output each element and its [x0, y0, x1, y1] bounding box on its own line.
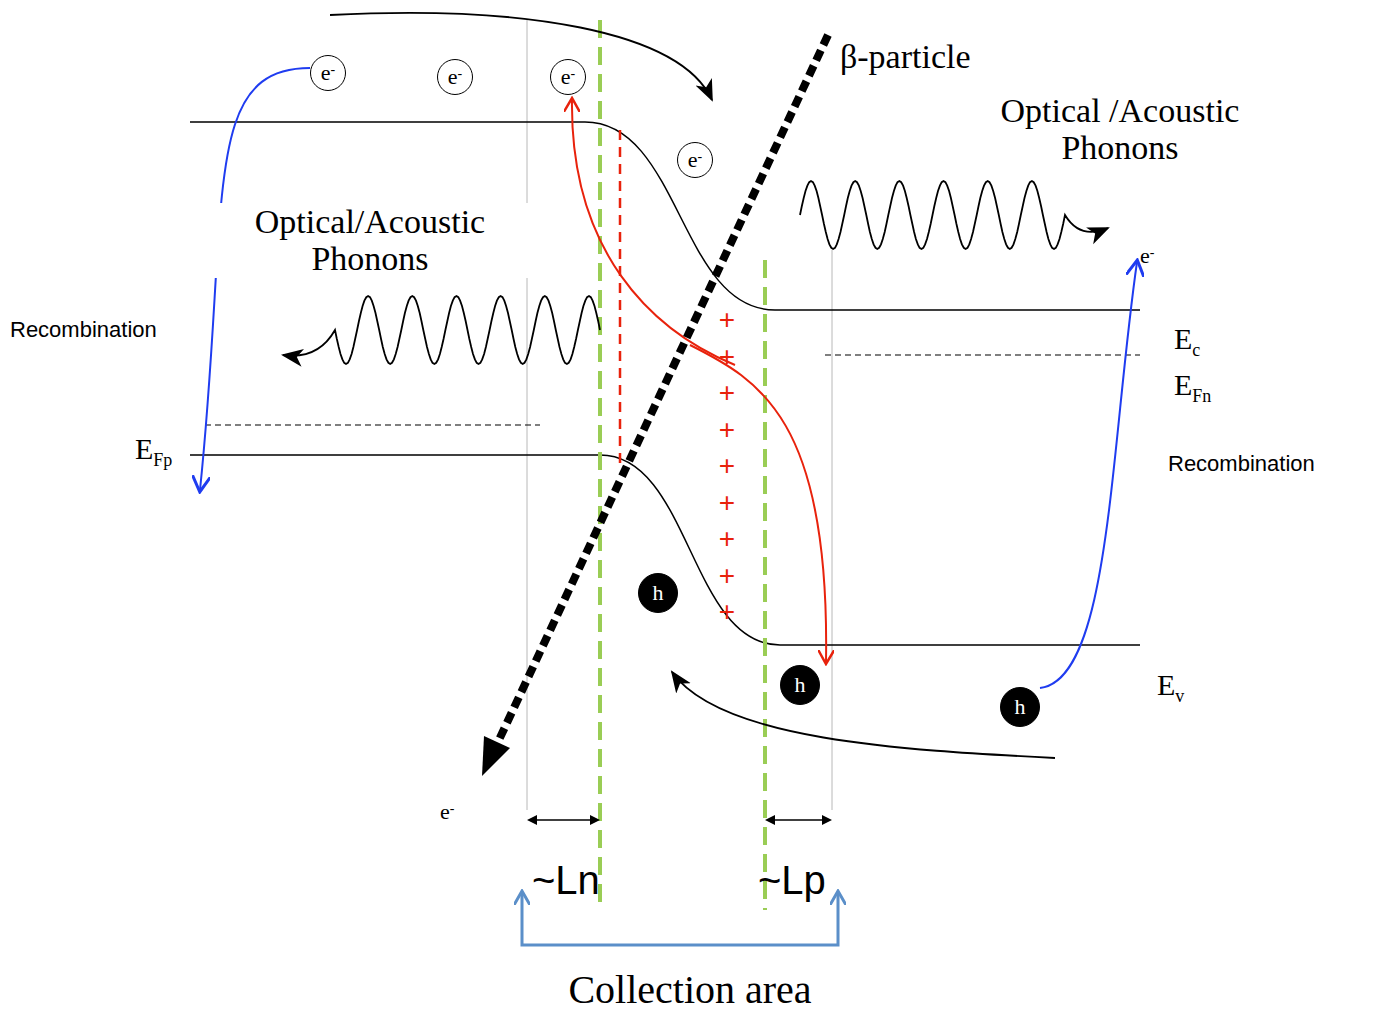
energy-label: EFn [1174, 368, 1211, 407]
electron-circle: e- [677, 142, 713, 178]
process-label: Recombination [10, 318, 157, 342]
recombination-arrow [200, 68, 310, 490]
hole-circle: h [1000, 687, 1040, 727]
hole-circle: h [780, 665, 820, 705]
depletion-edge [763, 260, 767, 910]
energy-label: EFp [135, 432, 172, 471]
carrier-symbol: e- [448, 66, 462, 88]
carrier-symbol: h [1015, 696, 1026, 718]
energy-label: Ec [1174, 322, 1200, 361]
generation-arrow [572, 100, 735, 365]
charge-sign: + [719, 525, 735, 553]
guide-line [527, 20, 528, 810]
hole-flow [672, 672, 1055, 758]
energy-label: Ev [1157, 668, 1184, 707]
phonon-label: Optical/Acoustic Phonons [205, 203, 535, 278]
hole-circle: h [638, 573, 678, 613]
carrier-label: e- [440, 800, 454, 824]
phonon-wave [283, 296, 600, 364]
guide-line [832, 250, 833, 810]
phonon-wave [800, 181, 1108, 249]
particle-label: β-particle [840, 38, 971, 75]
length-label: ~Ln [532, 858, 600, 902]
charge-sign: + [719, 343, 735, 371]
charge-sign: + [719, 489, 735, 517]
valence-band [190, 455, 1140, 645]
phonon-label: Optical /Acoustic Phonons [955, 92, 1285, 167]
carrier-symbol: e- [561, 66, 575, 88]
beta-track [498, 35, 828, 742]
carrier-symbol: h [795, 674, 806, 696]
charge-sign: + [719, 562, 735, 590]
fermi-level [205, 424, 540, 425]
charge-sign: + [719, 598, 735, 626]
electron-flow [330, 13, 712, 100]
length-label: ~Lp [758, 858, 826, 902]
caption-label: Collection area [568, 968, 811, 1012]
fermi-level [825, 354, 1140, 355]
electron-circle: e- [310, 55, 346, 91]
beta-arrowhead [482, 736, 510, 776]
charge-edge [619, 130, 622, 465]
electron-circle: e- [437, 59, 473, 95]
charge-sign: + [719, 416, 735, 444]
carrier-symbol: h [653, 582, 664, 604]
length-arrow [529, 819, 598, 821]
depletion-edge [598, 20, 602, 910]
carrier-label: e- [1140, 244, 1154, 268]
charge-sign: + [719, 306, 735, 334]
generation-arrow [690, 345, 826, 662]
charge-sign: + [719, 379, 735, 407]
process-label: Recombination [1168, 452, 1315, 476]
carrier-symbol: e- [321, 62, 335, 84]
length-arrow [767, 819, 830, 821]
charge-sign: + [719, 452, 735, 480]
electron-circle: e- [550, 59, 586, 95]
recombination-arrow [1040, 262, 1137, 688]
carrier-symbol: e- [688, 149, 702, 171]
